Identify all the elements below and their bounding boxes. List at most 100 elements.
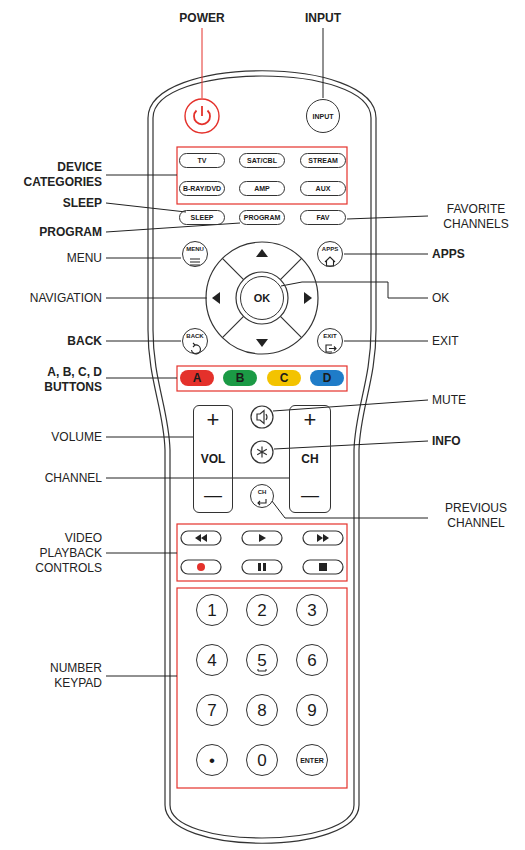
callout-label: DEVICE CATEGORIES (12, 160, 102, 190)
leader-line (106, 478, 289, 479)
button-label: EXIT (323, 333, 336, 339)
button-label: 4 (207, 652, 216, 669)
mute-button (251, 406, 273, 428)
playback-button (181, 531, 221, 545)
leader-line (344, 341, 428, 342)
callout-label: PROGRAM (2, 225, 102, 240)
round-button: INPUT (306, 99, 340, 133)
mute-button (251, 406, 273, 428)
leader-line (323, 28, 324, 98)
pill-button: TV (179, 153, 225, 168)
arrow-icon (256, 249, 268, 257)
button-icon (192, 345, 201, 354)
callout-label: A, B, C, D BUTTONS (12, 365, 102, 395)
round-button: EXIT (317, 328, 343, 354)
callout-label: VIDEO PLAYBACK CONTROLS (27, 531, 102, 576)
button-icon (190, 257, 336, 671)
playback-button (303, 560, 343, 574)
button-label: AMP (254, 185, 270, 192)
callout-label: CHANNEL (2, 471, 102, 486)
power-button (201, 106, 203, 116)
button-label: STREAM (308, 157, 338, 164)
playback-icon (263, 563, 266, 571)
callout-label: SLEEP (2, 196, 102, 211)
playback-button (242, 560, 282, 574)
pill-button: SLEEP (179, 210, 225, 225)
mute-button (257, 411, 264, 424)
navigation-pad (236, 272, 288, 324)
callout-label: PREVIOUS CHANNEL (431, 501, 521, 531)
button-label: INPUT (313, 113, 334, 120)
button-label: TV (198, 157, 207, 164)
leader-line (344, 254, 428, 255)
callout-label: INFO (432, 434, 522, 449)
number-key: ENTER (296, 744, 328, 776)
callout-label: BACK (2, 334, 102, 349)
playback-button (181, 560, 221, 574)
pill-button: B-RAY/DVD (179, 181, 225, 196)
number-key: 7 (196, 694, 228, 726)
button-label: 1 (207, 602, 216, 619)
number-key: 3 (296, 594, 328, 626)
button-label: 5 (257, 652, 266, 669)
button-label: — (301, 486, 319, 504)
button-label: SLEEP (191, 214, 214, 221)
round-button: CH (250, 484, 274, 508)
playback-icon (259, 534, 266, 542)
playback-button (242, 531, 282, 545)
number-key: • (196, 744, 228, 776)
button-label: SAT/CBL (247, 157, 277, 164)
button-label: B (236, 372, 245, 384)
group-frame (177, 588, 347, 788)
button-label: + (304, 409, 317, 431)
number-key: 2 (246, 594, 278, 626)
playback-icon (195, 534, 329, 571)
button-label: MENU (186, 246, 204, 252)
pill-button: STREAM (300, 153, 346, 168)
button-icon (325, 257, 335, 266)
button-label: APPS (322, 246, 338, 252)
leader-line (106, 437, 193, 438)
group-frame (177, 147, 347, 788)
callout-label: APPS (432, 247, 522, 262)
leader-line (106, 553, 177, 554)
playback-button (181, 531, 343, 574)
callout-label: INPUT (283, 11, 363, 26)
number-key: 8 (246, 694, 278, 726)
group-frame (177, 147, 347, 204)
leader-line (202, 28, 203, 98)
remote-body (153, 76, 371, 838)
round-button: OK (240, 276, 284, 320)
button-label: B-RAY/DVD (183, 185, 221, 192)
button-label: D (323, 372, 332, 384)
navigation-pad (222, 258, 301, 337)
button-label: 2 (257, 602, 266, 619)
color-button: A (180, 370, 214, 386)
number-key: 9 (296, 694, 328, 726)
info-button (257, 447, 267, 458)
button-icon (190, 259, 200, 265)
rocker-button: +VOL— (193, 405, 233, 513)
callout-label: EXIT (432, 334, 522, 349)
info-button (251, 441, 273, 463)
navigation-pad (206, 242, 318, 354)
playback-button (303, 531, 343, 545)
leader-line (272, 501, 428, 518)
leader-line (106, 28, 428, 676)
button-icon (258, 499, 266, 505)
leader-line (106, 175, 177, 176)
leader-line (281, 282, 428, 298)
group-frame (177, 524, 347, 581)
leader-line (106, 341, 181, 342)
color-button: C (267, 370, 301, 386)
arrow-icon (256, 339, 268, 347)
leader-line (106, 203, 186, 212)
arrow-icon (304, 292, 312, 304)
leader-line (106, 258, 181, 259)
button-label: + (207, 409, 220, 431)
group-frame (177, 366, 347, 391)
button-label: • (209, 752, 215, 769)
button-label: 6 (307, 652, 316, 669)
